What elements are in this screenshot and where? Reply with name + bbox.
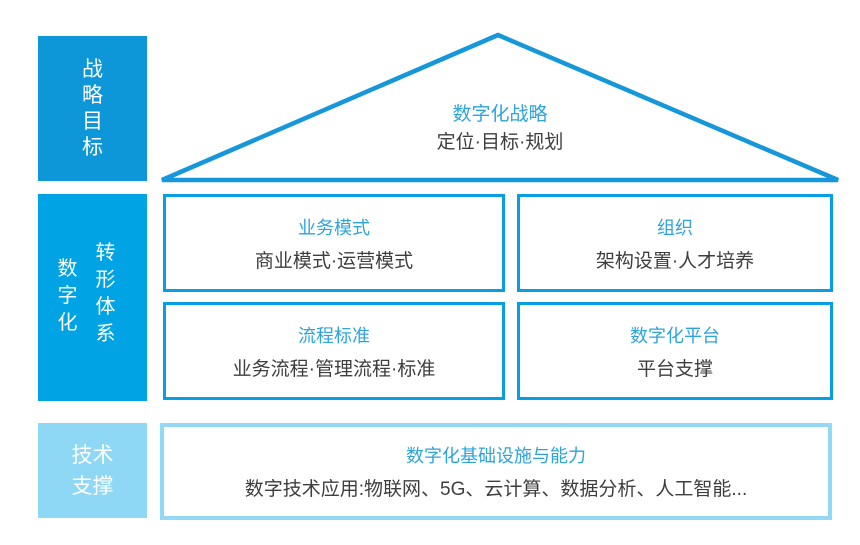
card-organization: 组织 架构设置·人才培养: [517, 194, 833, 292]
roof-subtitle: 定位·目标·规划: [436, 132, 564, 153]
card-process-standard-subtitle: 业务流程·管理流程·标准: [232, 358, 436, 380]
system-label-transformation: 转形体系: [95, 242, 116, 345]
roof-title: 数字化战略: [452, 104, 548, 125]
card-digital-platform: 数字化平台 平台支撑: [517, 302, 833, 400]
card-process-standard-title: 流程标准: [298, 325, 370, 346]
tech-support-block: 技术支撑: [38, 423, 147, 518]
card-business-model: 业务模式 商业模式·运营模式: [163, 194, 505, 292]
strategy-goal-label: 战略目标: [81, 57, 103, 159]
card-process-standard: 流程标准 业务流程·管理流程·标准: [163, 302, 505, 400]
card-organization-subtitle: 架构设置·人才培养: [595, 250, 755, 272]
card-organization-title: 组织: [657, 217, 693, 238]
digital-transformation-system-block: 数字化 转形体系: [38, 194, 147, 401]
roof-outline: [161, 32, 839, 183]
tech-support-label: 技术支撑: [71, 443, 114, 498]
strategy-goal-block: 战略目标: [38, 36, 147, 181]
card-digital-infrastructure: 数字化基础设施与能力 数字技术应用:物联网、5G、云计算、数据分析、人工智能..…: [160, 423, 832, 520]
card-digital-platform-subtitle: 平台支撑: [636, 358, 713, 380]
card-digital-infrastructure-subtitle: 数字技术应用:物联网、5G、云计算、数据分析、人工智能...: [244, 479, 748, 500]
card-business-model-title: 业务模式: [298, 217, 370, 238]
card-business-model-subtitle: 商业模式·运营模式: [254, 250, 414, 272]
roof-triangle-shape: [161, 32, 839, 183]
card-digital-infrastructure-title: 数字化基础设施与能力: [406, 446, 586, 466]
card-digital-platform-title: 数字化平台: [630, 325, 720, 346]
system-label-digitalization: 数字化: [57, 258, 78, 334]
